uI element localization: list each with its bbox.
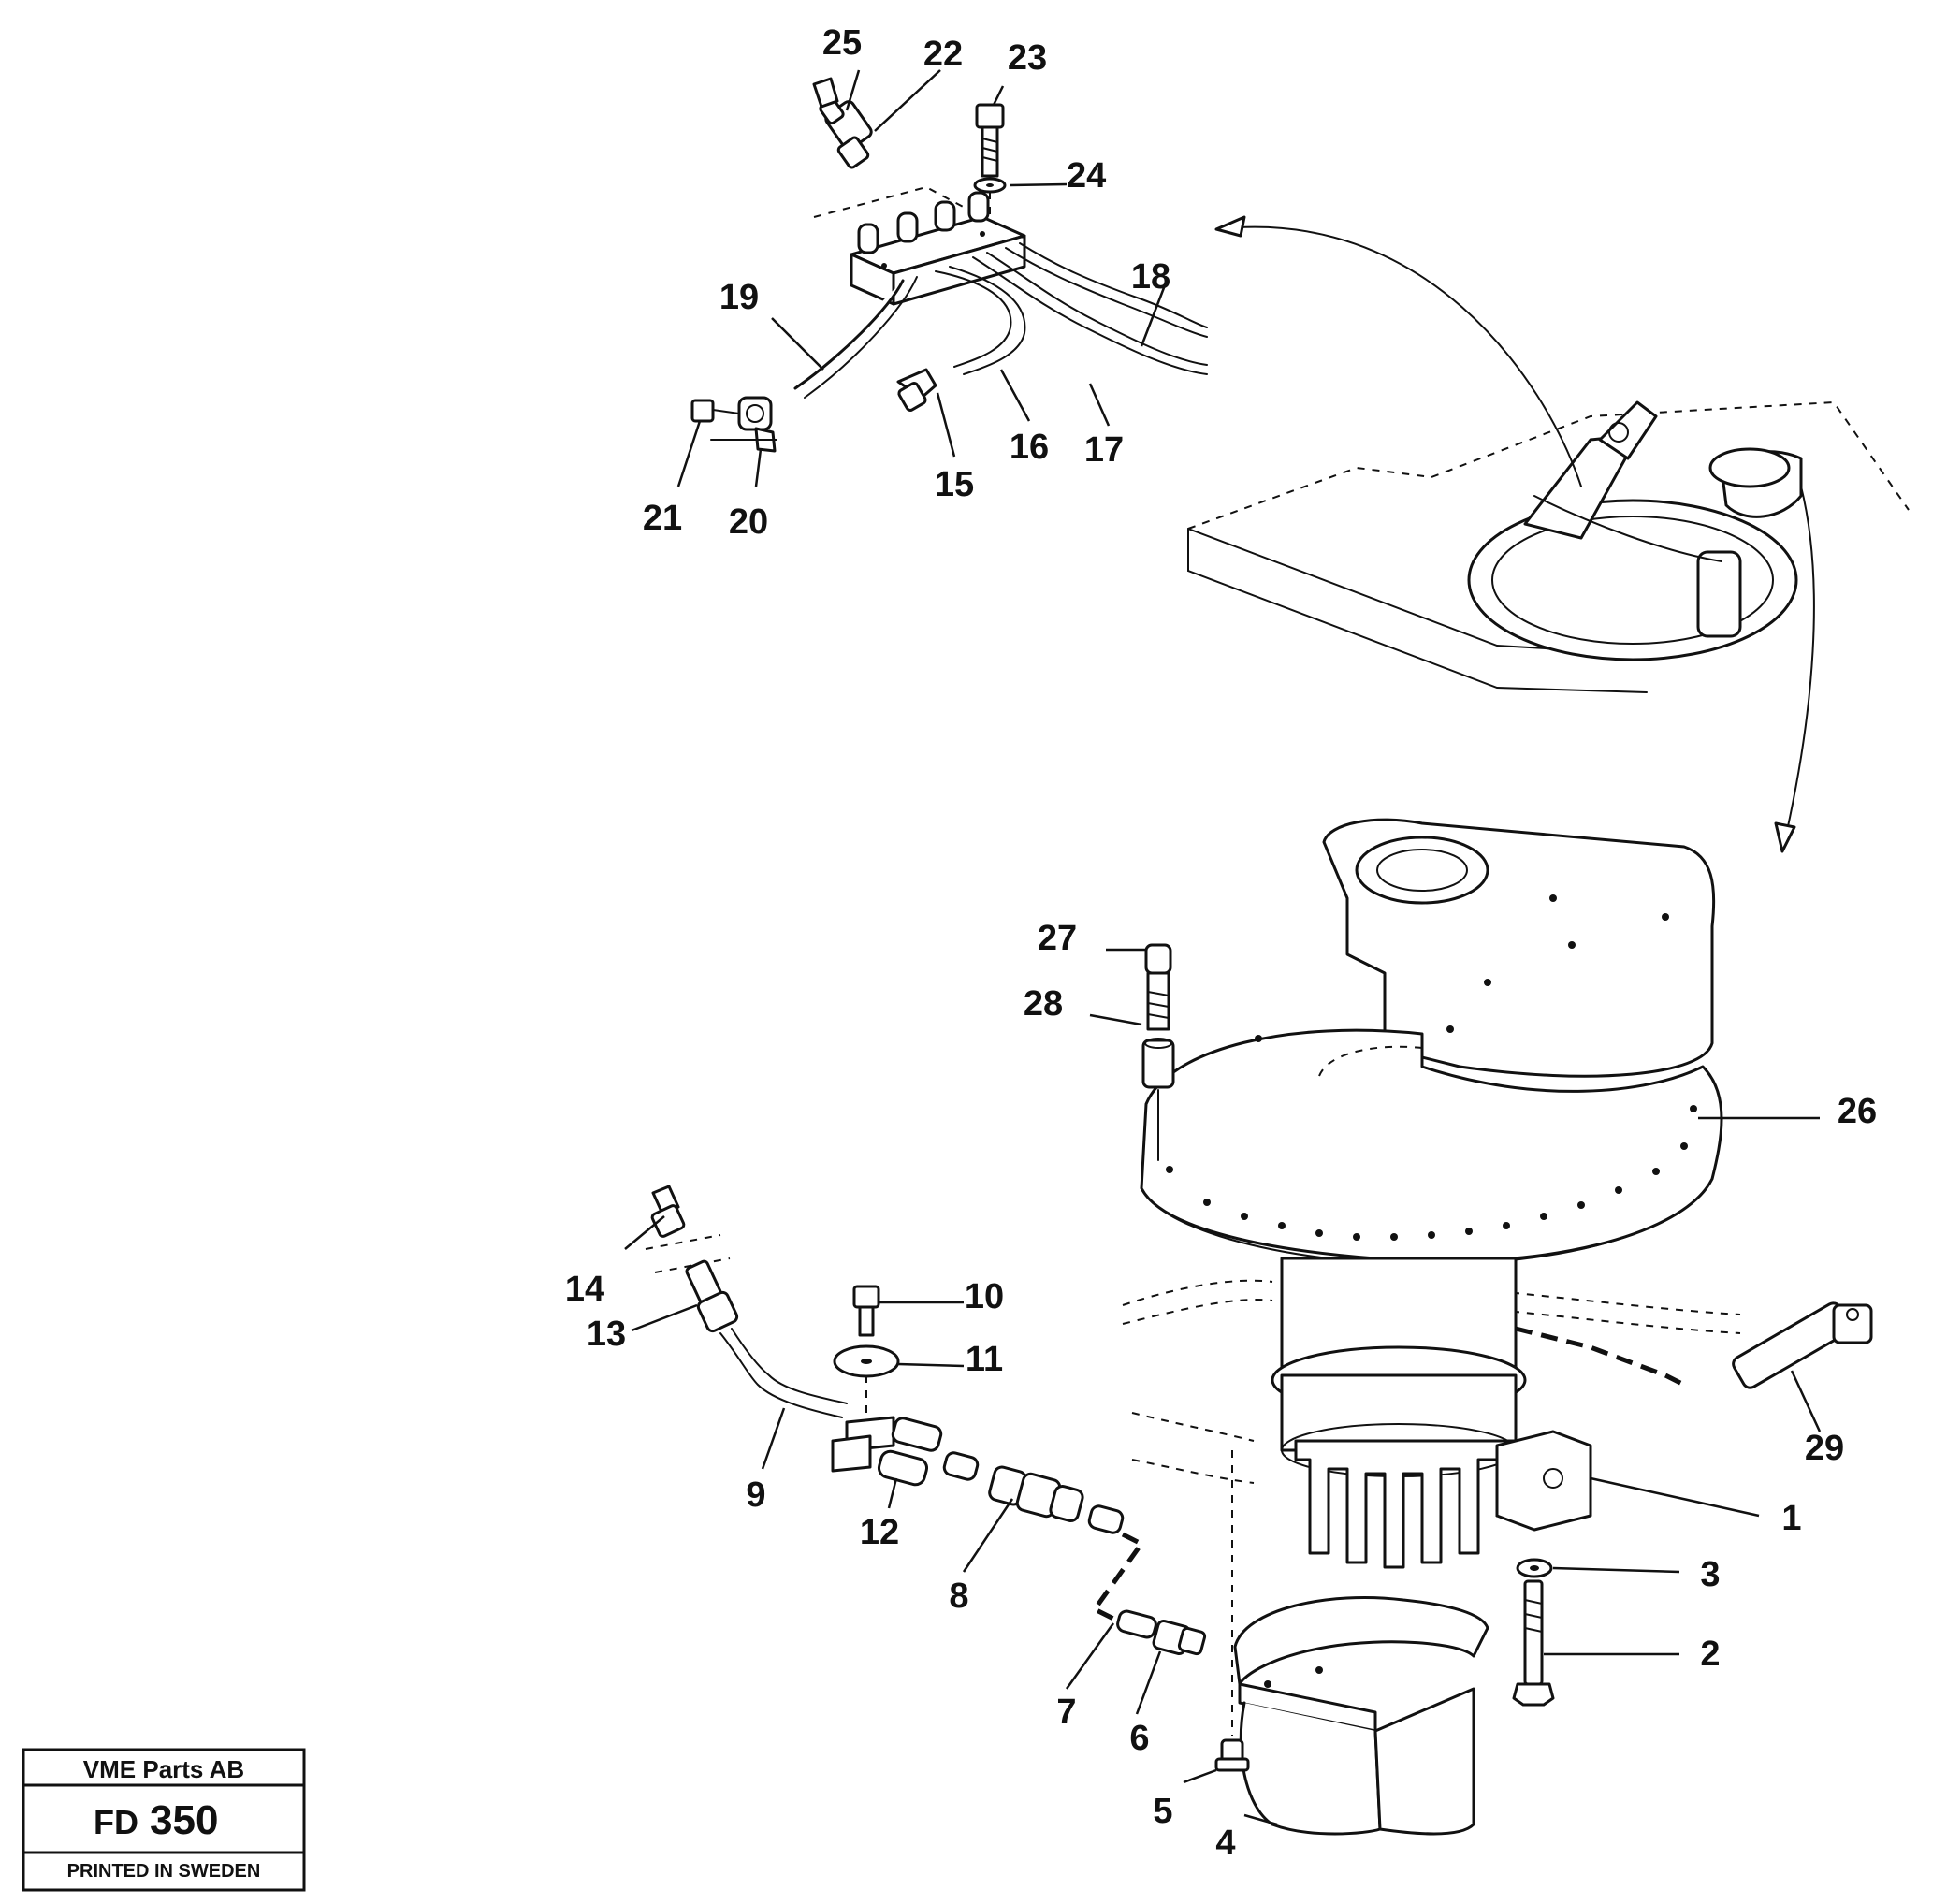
lube-manifold-assembly xyxy=(690,77,1208,453)
callout-26: 26 xyxy=(1838,1092,1877,1131)
title-block: VME Parts AB FD 350 PRINTED IN SWEDEN xyxy=(22,1748,306,1892)
callout-7: 7 xyxy=(1056,1693,1076,1732)
callout-10: 10 xyxy=(965,1277,1004,1316)
callout-6: 6 xyxy=(1129,1719,1149,1758)
printed-in-note: PRINTED IN SWEDEN xyxy=(67,1861,261,1882)
callout-20: 20 xyxy=(729,502,768,542)
callout-1: 1 xyxy=(1781,1499,1801,1538)
callout-11: 11 xyxy=(966,1340,1003,1379)
callout-24: 24 xyxy=(1067,156,1106,196)
frame-detail-view xyxy=(1187,215,1910,853)
callout-19: 19 xyxy=(719,278,759,317)
callout-14: 14 xyxy=(565,1270,604,1309)
drawing-code-prefix: FD xyxy=(94,1803,138,1841)
drawing-code-number: 350 xyxy=(150,1797,218,1843)
callout-16: 16 xyxy=(1010,428,1049,467)
callout-labels: 25 22 23 24 18 19 16 17 15 21 20 27 28 2… xyxy=(565,23,1877,1863)
callout-28: 28 xyxy=(1024,984,1063,1024)
lube-line-assembly xyxy=(645,1185,1207,1656)
callout-29: 29 xyxy=(1805,1429,1844,1468)
company-name: VME Parts AB xyxy=(83,1755,244,1783)
callout-15: 15 xyxy=(935,465,974,504)
callout-18: 18 xyxy=(1131,257,1170,297)
callout-5: 5 xyxy=(1153,1792,1172,1831)
callout-4: 4 xyxy=(1215,1824,1235,1863)
callout-9: 9 xyxy=(746,1475,765,1515)
callout-8: 8 xyxy=(949,1577,968,1616)
callout-22: 22 xyxy=(923,35,963,74)
callout-23: 23 xyxy=(1008,38,1047,78)
callout-2: 2 xyxy=(1700,1635,1720,1674)
leader-lines xyxy=(624,69,1822,1826)
callout-17: 17 xyxy=(1084,430,1124,470)
callout-12: 12 xyxy=(860,1513,899,1552)
callout-13: 13 xyxy=(587,1315,626,1354)
callout-21: 21 xyxy=(643,499,682,538)
callout-27: 27 xyxy=(1038,919,1077,958)
callout-25: 25 xyxy=(822,23,862,63)
callout-3: 3 xyxy=(1700,1555,1720,1594)
slew-gear-assembly xyxy=(1122,818,1873,1836)
